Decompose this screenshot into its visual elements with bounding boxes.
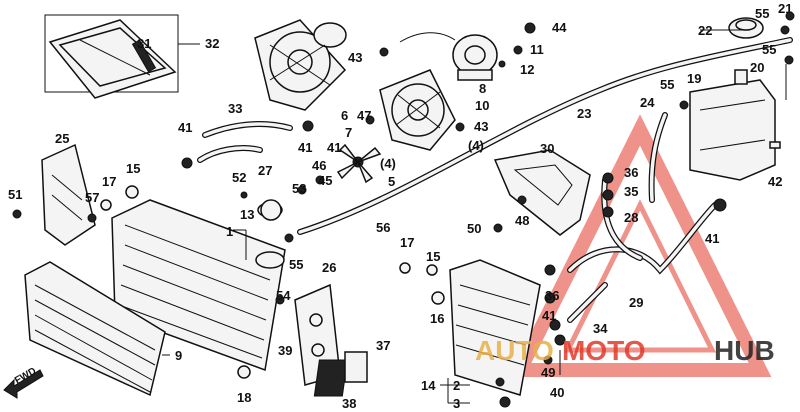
label-3: 3 bbox=[453, 396, 460, 411]
watermark-text: AUTO MOTO HUB bbox=[475, 335, 775, 366]
label-49: 49 bbox=[541, 365, 555, 380]
watermark-hub: HUB bbox=[714, 335, 775, 366]
label-45: 45 bbox=[318, 173, 332, 188]
hose-24 bbox=[648, 112, 668, 203]
label-56: 56 bbox=[376, 220, 390, 235]
label-33: 33 bbox=[228, 101, 242, 116]
label-17-a: 17 bbox=[102, 174, 116, 189]
label-41-d: 41 bbox=[542, 308, 556, 323]
label-24: 24 bbox=[640, 95, 655, 110]
label-48: 48 bbox=[515, 213, 529, 228]
label-20: 20 bbox=[750, 60, 764, 75]
label-39: 39 bbox=[278, 343, 292, 358]
label-55-b: 55 bbox=[660, 77, 674, 92]
label-51: 51 bbox=[8, 187, 22, 202]
label-10: 10 bbox=[475, 98, 489, 113]
label-32: 32 bbox=[205, 36, 219, 51]
label-30: 30 bbox=[540, 141, 554, 156]
label-43-b: 43 bbox=[474, 119, 488, 134]
bracket-30 bbox=[493, 149, 591, 236]
hose-34 bbox=[567, 282, 608, 323]
fwd-arrow bbox=[3, 369, 44, 399]
label-11: 11 bbox=[530, 42, 544, 57]
reservoir-tank-19 bbox=[689, 69, 781, 181]
label-42: 42 bbox=[768, 174, 782, 189]
label-43-a: 43 bbox=[348, 50, 362, 65]
label-14: 14 bbox=[421, 378, 436, 393]
label-55-c: 55 bbox=[755, 6, 769, 21]
label-41-a: 41 bbox=[178, 120, 192, 135]
label-41-e: 41 bbox=[705, 231, 719, 246]
label-34: 34 bbox=[593, 321, 608, 336]
label-27: 27 bbox=[258, 163, 272, 178]
label-4-a: (4) bbox=[380, 156, 396, 171]
grille-9 bbox=[24, 261, 166, 397]
label-35: 35 bbox=[624, 184, 638, 199]
label-13: 13 bbox=[240, 207, 254, 222]
fan-shroud-upper bbox=[254, 19, 347, 111]
leader-lines bbox=[162, 29, 750, 404]
fasteners bbox=[12, 11, 795, 408]
label-7: 7 bbox=[345, 125, 352, 140]
label-44: 44 bbox=[552, 20, 567, 35]
label-12: 12 bbox=[520, 62, 534, 77]
fan-motor-8 bbox=[399, 32, 498, 81]
label-37: 37 bbox=[376, 338, 390, 353]
label-38: 38 bbox=[342, 396, 356, 411]
label-50: 50 bbox=[467, 221, 481, 236]
cover-25 bbox=[41, 143, 96, 246]
label-31: 31 bbox=[137, 36, 151, 51]
part-37-38 bbox=[313, 351, 368, 397]
watermark-moto: MOTO bbox=[562, 335, 645, 366]
label-28: 28 bbox=[624, 210, 638, 225]
label-19: 19 bbox=[687, 71, 701, 86]
label-15-a: 15 bbox=[126, 161, 140, 176]
label-22: 22 bbox=[698, 23, 712, 38]
label-54: 54 bbox=[276, 288, 291, 303]
label-23: 23 bbox=[577, 106, 591, 121]
label-9: 9 bbox=[175, 348, 182, 363]
label-18: 18 bbox=[237, 390, 251, 405]
watermark-auto: AUTO bbox=[475, 335, 554, 366]
label-36-a: 36 bbox=[624, 165, 638, 180]
fan-blade-46 bbox=[336, 143, 382, 184]
label-36-b: 36 bbox=[545, 288, 559, 303]
label-53: 53 bbox=[292, 181, 306, 196]
radiator-secondary-14 bbox=[449, 259, 541, 396]
label-47: 47 bbox=[357, 108, 371, 123]
label-17-b: 17 bbox=[400, 235, 414, 250]
label-46: 46 bbox=[312, 158, 326, 173]
label-41-b: 41 bbox=[298, 140, 312, 155]
label-26: 26 bbox=[322, 260, 336, 275]
hose-33 bbox=[197, 121, 293, 163]
label-15-b: 15 bbox=[426, 249, 440, 264]
label-16: 16 bbox=[430, 311, 444, 326]
label-52: 52 bbox=[232, 170, 246, 185]
label-55-d: 55 bbox=[762, 42, 776, 57]
label-4-b: (4) bbox=[468, 138, 484, 153]
fan-shroud-lower bbox=[379, 69, 456, 151]
label-57: 57 bbox=[85, 190, 99, 205]
part-32-tray bbox=[44, 14, 200, 99]
label-55-a: 55 bbox=[289, 257, 303, 272]
label-6: 6 bbox=[341, 108, 348, 123]
label-21: 21 bbox=[778, 1, 792, 16]
label-1: 1 bbox=[226, 224, 233, 239]
watermark-triangle bbox=[508, 114, 772, 377]
label-41-c: 41 bbox=[327, 140, 341, 155]
label-40: 40 bbox=[550, 385, 564, 400]
label-8: 8 bbox=[479, 81, 486, 96]
cap-22 bbox=[728, 17, 764, 39]
label-5: 5 bbox=[388, 174, 395, 189]
label-29: 29 bbox=[629, 295, 643, 310]
hose-23 bbox=[297, 37, 793, 235]
label-25: 25 bbox=[55, 131, 69, 146]
label-2: 2 bbox=[453, 378, 460, 393]
